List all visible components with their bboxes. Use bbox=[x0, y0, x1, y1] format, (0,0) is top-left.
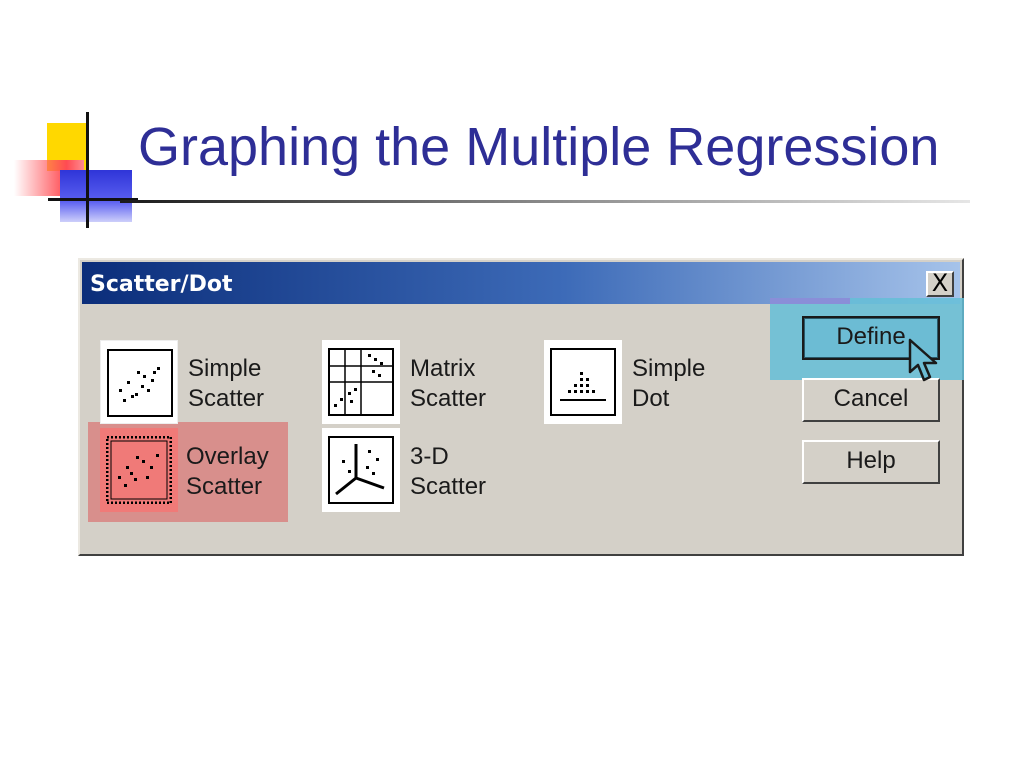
deco-vertical-line bbox=[86, 112, 89, 228]
define-highlight-strip bbox=[770, 298, 850, 304]
help-button[interactable]: Help bbox=[802, 440, 940, 484]
option-label: 3-D Scatter bbox=[410, 443, 487, 500]
mouse-pointer-icon bbox=[908, 338, 938, 382]
title-decoration bbox=[0, 0, 150, 240]
option-label: Simple Dot bbox=[632, 355, 706, 412]
3d-scatter-icon bbox=[322, 428, 400, 512]
option-label: Matrix Scatter bbox=[410, 355, 487, 412]
deco-horizontal-line bbox=[48, 198, 138, 201]
close-icon: X bbox=[931, 269, 949, 297]
title-underline bbox=[120, 200, 970, 203]
dialog-titlebar[interactable]: Scatter/Dot X bbox=[82, 262, 960, 304]
matrix-scatter-icon bbox=[322, 340, 400, 424]
close-button[interactable]: X bbox=[926, 271, 954, 297]
slide-title: Graphing the Multiple Regression bbox=[138, 117, 940, 177]
simple-scatter-icon bbox=[100, 340, 178, 424]
option-label: Overlay Scatter bbox=[186, 443, 269, 500]
option-label: Simple Scatter bbox=[188, 355, 265, 412]
scatter-dot-dialog: Scatter/Dot X Simple Scatter bbox=[78, 258, 964, 556]
cancel-button[interactable]: Cancel bbox=[802, 378, 940, 422]
overlay-scatter-icon bbox=[100, 428, 178, 512]
define-button[interactable]: Define bbox=[802, 316, 940, 360]
simple-dot-icon bbox=[544, 340, 622, 424]
deco-blue-square bbox=[60, 170, 132, 222]
dialog-title: Scatter/Dot bbox=[90, 272, 233, 297]
